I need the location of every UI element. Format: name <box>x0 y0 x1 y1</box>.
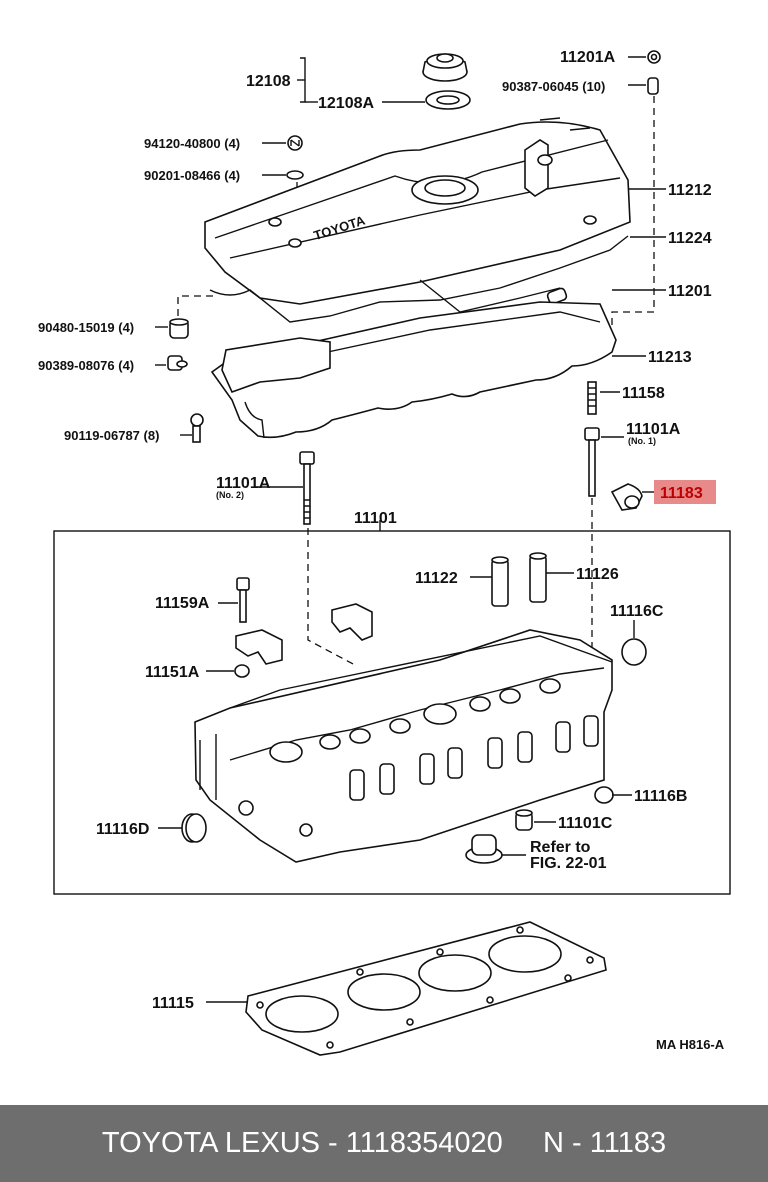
label-11116d: 11116D <box>96 821 149 838</box>
seal-washer-90387[interactable] <box>647 77 659 95</box>
label-12108a: 12108A <box>318 95 374 112</box>
label-11213: 11213 <box>648 349 692 366</box>
footer-bar: TOYOTA LEXUS - 1118354020 N - 11183 <box>0 1105 768 1182</box>
label-11224: 11224 <box>668 230 712 247</box>
cylinder-head-box <box>53 530 731 895</box>
refer-part[interactable] <box>465 834 503 864</box>
bearing-cap-upper[interactable] <box>331 603 373 641</box>
label-11101c: 11101C <box>558 815 613 832</box>
cap-nut-11201a[interactable] <box>647 50 661 64</box>
cylinder-head-gasket[interactable] <box>245 921 607 1056</box>
washer-90201[interactable] <box>286 170 304 180</box>
label-11101a-left: 11101A <box>216 475 271 492</box>
label-11159a: 11159A <box>155 595 210 612</box>
cylinder-head[interactable] <box>194 629 613 863</box>
label-90389: 90389-08076 (4) <box>38 358 134 373</box>
cylinder-head-cover[interactable]: TOYOTA <box>204 117 631 323</box>
label-90201: 90201-08466 (4) <box>144 168 240 183</box>
grommet-94120[interactable] <box>287 135 303 151</box>
plug-11151a[interactable] <box>234 664 250 678</box>
label-90480: 90480-15019 (4) <box>38 320 134 335</box>
stud-bolt-11158[interactable] <box>587 381 597 415</box>
parts-diagram: TOYOTA <box>38 49 731 1056</box>
valve-guide-11122[interactable] <box>491 556 509 607</box>
label-11101a-left-sub: (No. 2) <box>216 490 244 500</box>
part-11183[interactable] <box>610 483 643 511</box>
cylinder-head-cover-lower[interactable] <box>221 337 331 439</box>
label-11101: 11101 <box>354 510 397 527</box>
figure-code: MA H816-A <box>656 1037 725 1052</box>
label-11115: 11115 <box>152 995 194 1012</box>
label-11201: 11201 <box>668 283 712 300</box>
label-11158: 11158 <box>622 385 665 402</box>
plug-11116c[interactable] <box>621 638 647 666</box>
plug-11116b[interactable] <box>594 786 614 804</box>
bolt-90119[interactable] <box>190 413 204 443</box>
label-11101a-right: 11101A <box>626 421 681 438</box>
head-bolt-11101a-no1[interactable] <box>584 427 600 497</box>
plug-11116d[interactable] <box>181 813 207 843</box>
bearing-cap-lower[interactable] <box>235 629 283 665</box>
label-11183: 11183 <box>660 485 703 502</box>
label-11126: 11126 <box>576 566 619 583</box>
label-refer-to: Refer to <box>530 839 591 856</box>
label-11116b: 11116B <box>634 788 687 805</box>
label-fig-22-01: FIG. 22-01 <box>530 855 607 872</box>
label-94120: 94120-40800 (4) <box>144 136 240 151</box>
dowel-11101c[interactable] <box>515 809 533 831</box>
label-11151a: 11151A <box>145 664 200 681</box>
head-bolt-11101a-no2[interactable] <box>299 451 315 525</box>
plug-90480[interactable] <box>169 318 189 339</box>
highlight-box <box>654 480 716 504</box>
footer-part-info: TOYOTA LEXUS - 1118354020 N - 11183 <box>101 1127 667 1159</box>
label-11101a-right-sub: (No. 1) <box>628 436 656 446</box>
label-11116c: 11116C <box>610 603 664 620</box>
label-11212: 11212 <box>668 182 712 199</box>
grommet-90389[interactable] <box>167 355 188 371</box>
valve-guide-11126[interactable] <box>529 552 547 603</box>
label-11122: 11122 <box>415 570 458 587</box>
oil-filler-gasket[interactable] <box>425 90 471 110</box>
label-90119: 90119-06787 (8) <box>64 428 159 443</box>
label-12108: 12108 <box>246 73 291 90</box>
label-11201a-top: 11201A <box>560 49 616 66</box>
label-90387: 90387-06045 (10) <box>502 79 605 94</box>
bolt-11159a[interactable] <box>236 577 250 623</box>
oil-filler-cap[interactable] <box>422 53 468 82</box>
